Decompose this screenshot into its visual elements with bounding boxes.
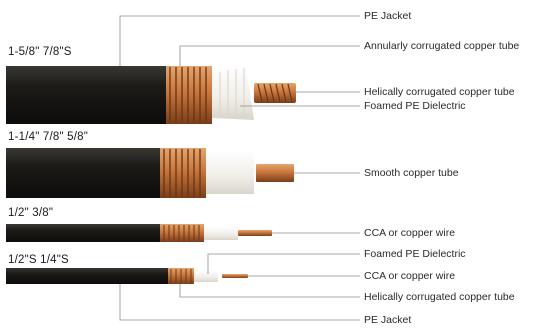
cable-3-drawing [6, 224, 272, 242]
leader-helical-copper-bottom [179, 284, 360, 298]
cable-3-sizes: 1/2" 3/8" [8, 207, 54, 219]
cable-3-dielectric [204, 226, 238, 240]
cable-1-drawing [6, 66, 296, 124]
cable-1-outer-conductor [166, 66, 212, 124]
label-cca-wire-2: CCA or copper wire [364, 270, 456, 282]
cable-2-inner-conductor [256, 164, 294, 182]
label-pe-jacket-top: PE Jacket [364, 10, 412, 22]
leader-pe-jacket-top [119, 15, 360, 66]
label-smooth-copper: Smooth copper tube [364, 167, 459, 179]
cable-4-inner-conductor [222, 274, 248, 278]
cable-4-sizes: 1/2"S 1/4"S [8, 254, 69, 266]
cable-1-jacket [6, 66, 172, 124]
cable-2-drawing [6, 148, 294, 198]
cable-3-outer-conductor [160, 224, 204, 242]
cable-4-jacket [6, 268, 172, 284]
label-pe-jacket-bottom: PE Jacket [364, 314, 412, 326]
leader-pe-jacket-bottom [119, 284, 360, 321]
label-annular-copper: Annularly corrugated copper tube [364, 40, 520, 52]
cable-1-sizes: 1-5/8" 7/8"S [8, 46, 72, 58]
label-helical-copper-top: Helically corrugated copper tube [364, 86, 515, 98]
leader-lines [119, 15, 360, 321]
label-helical-copper-bottom: Helically corrugated copper tube [364, 291, 515, 303]
cable-2-jacket [6, 148, 166, 198]
label-foamed-pe-top: Foamed PE Dielectric [364, 100, 466, 112]
label-foamed-pe-bottom: Foamed PE Dielectric [364, 248, 466, 260]
cable-3-inner-conductor [238, 230, 272, 236]
cable-2-outer-conductor [160, 148, 206, 198]
cable-4-dielectric [194, 270, 218, 282]
cable-1-dielectric [212, 66, 254, 120]
leader-annular-copper [179, 45, 360, 66]
cable-2-dielectric [206, 150, 254, 194]
label-cca-wire-1: CCA or copper wire [364, 227, 456, 239]
cable-3-jacket [6, 224, 164, 242]
leader-foamed-pe-bottom [207, 253, 360, 274]
cable-2-sizes: 1-1/4" 7/8" 5/8" [8, 131, 89, 143]
cable-4-drawing [6, 268, 248, 284]
